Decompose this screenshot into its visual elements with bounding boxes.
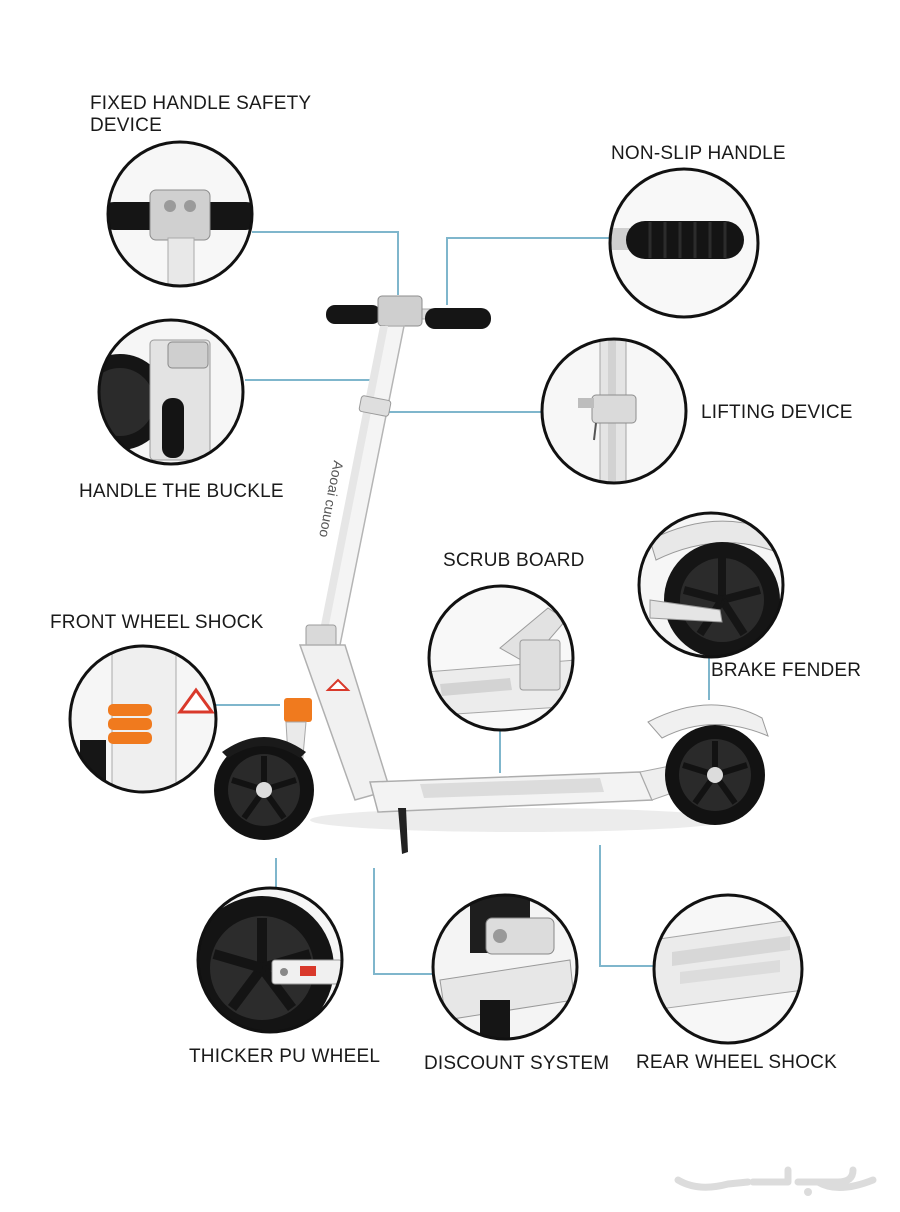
- front-frame: [298, 644, 391, 801]
- detail-scrub-board: [427, 584, 575, 732]
- detail-front-wheel-shock: [68, 644, 218, 794]
- label-non-slip-handle: NON-SLIP HANDLE: [611, 143, 786, 164]
- connector-fixed-handle: [252, 231, 399, 295]
- label-front-wheel-shock: FRONT WHEEL SHOCK: [50, 612, 264, 633]
- label-thicker-pu-wheel: THICKER PU WHEEL: [189, 1046, 381, 1067]
- connector-non-slip-handle: [446, 237, 612, 305]
- detail-rear-wheel-shock: [652, 893, 804, 1045]
- label-rear-wheel-shock: REAR WHEEL SHOCK: [636, 1052, 837, 1073]
- detail-handle-the-buckle: [97, 318, 245, 466]
- label-handle-the-buckle: HANDLE THE BUCKLE: [79, 481, 284, 502]
- connector-rear-wheel-shock: [599, 845, 653, 967]
- detail-discount-system: [431, 893, 579, 1041]
- label-discount-system: DISCOUNT SYSTEM: [424, 1053, 610, 1074]
- connector-discount-system: [373, 868, 434, 975]
- label-brake-fender: BRAKE FENDER: [711, 660, 862, 681]
- rear-fender: [647, 704, 769, 739]
- haraj-watermark-logo: [674, 1166, 877, 1196]
- label-fixed-handle-safety-device: FIXED HANDLE SAFETY DEVICE: [90, 93, 311, 136]
- detail-thicker-pu-wheel: [196, 886, 344, 1034]
- connector-lines: [216, 231, 710, 975]
- label-lifting-device: LIFTING DEVICE: [701, 402, 853, 423]
- front-spring: [284, 698, 312, 722]
- left-grip: [326, 305, 381, 324]
- detail-lifting-device: [540, 337, 688, 485]
- right-grip: [425, 308, 491, 329]
- handle-clamp: [377, 295, 423, 327]
- scooter-main: Aooai cuuoo: [214, 295, 769, 854]
- detail-brake-fender: [637, 511, 785, 659]
- detail-non-slip-handle: [608, 167, 760, 319]
- detail-fixed-handle-safety-device: [106, 140, 254, 288]
- label-scrub-board: SCRUB BOARD: [443, 550, 585, 571]
